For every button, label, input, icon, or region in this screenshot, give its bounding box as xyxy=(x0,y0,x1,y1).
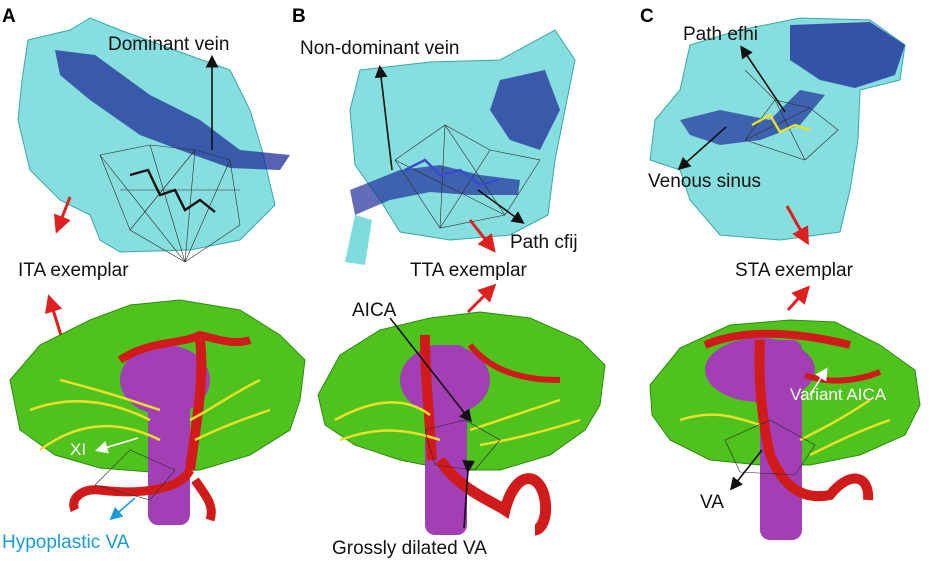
label-venous-sinus: Venous sinus xyxy=(648,171,761,192)
exemplar-label-a: ITA exemplar xyxy=(18,260,129,281)
exemplar-label-c: STA exemplar xyxy=(735,260,854,281)
panel-letter-c: C xyxy=(640,6,654,27)
panel-b-venous-model: Non-dominant vein Path cfij xyxy=(300,29,578,265)
panel-b-cerebellum-model: AICA Grossly dilated VA xyxy=(317,300,606,559)
panel-letter-a: A xyxy=(2,6,16,27)
red-arrow-a-down xyxy=(53,196,72,234)
red-arrow-c-down xyxy=(785,205,809,246)
label-va: VA xyxy=(700,492,724,513)
panel-c-venous-model: Path efhi Venous sinus xyxy=(648,17,906,241)
panel-c: C Path efhi Venous sinus STA exemplar xyxy=(640,6,921,540)
label-hypoplastic-va: Hypoplastic VA xyxy=(2,532,130,553)
panel-letter-b: B xyxy=(292,6,306,27)
panel-c-cerebellum-model: Variant AICA VA xyxy=(649,319,921,540)
label-dominant-vein: Dominant vein xyxy=(108,34,229,55)
label-variant-aica: Variant AICA xyxy=(790,385,887,404)
label-path-cfij: Path cfij xyxy=(510,232,578,253)
label-xi: XI xyxy=(70,440,86,459)
panel-b: B Non-dominant vein Path cfij TTA exempl… xyxy=(292,6,606,559)
exemplar-label-b: TTA exemplar xyxy=(410,260,528,281)
label-aica: AICA xyxy=(352,300,397,321)
red-arrow-b-down xyxy=(468,219,496,253)
panel-a: A Dominant vein ITA exemplar xyxy=(2,6,306,553)
red-arrow-b-up xyxy=(466,283,497,314)
panel-a-cerebellum-model: XI Hypoplastic VA xyxy=(2,299,306,553)
label-path-efhi: Path efhi xyxy=(683,24,758,45)
red-arrow-c-up xyxy=(786,285,811,312)
panel-a-venous-model: Dominant vein xyxy=(17,17,290,263)
label-non-dominant-vein: Non-dominant vein xyxy=(300,38,459,59)
label-grossly-dilated-va: Grossly dilated VA xyxy=(332,538,487,559)
